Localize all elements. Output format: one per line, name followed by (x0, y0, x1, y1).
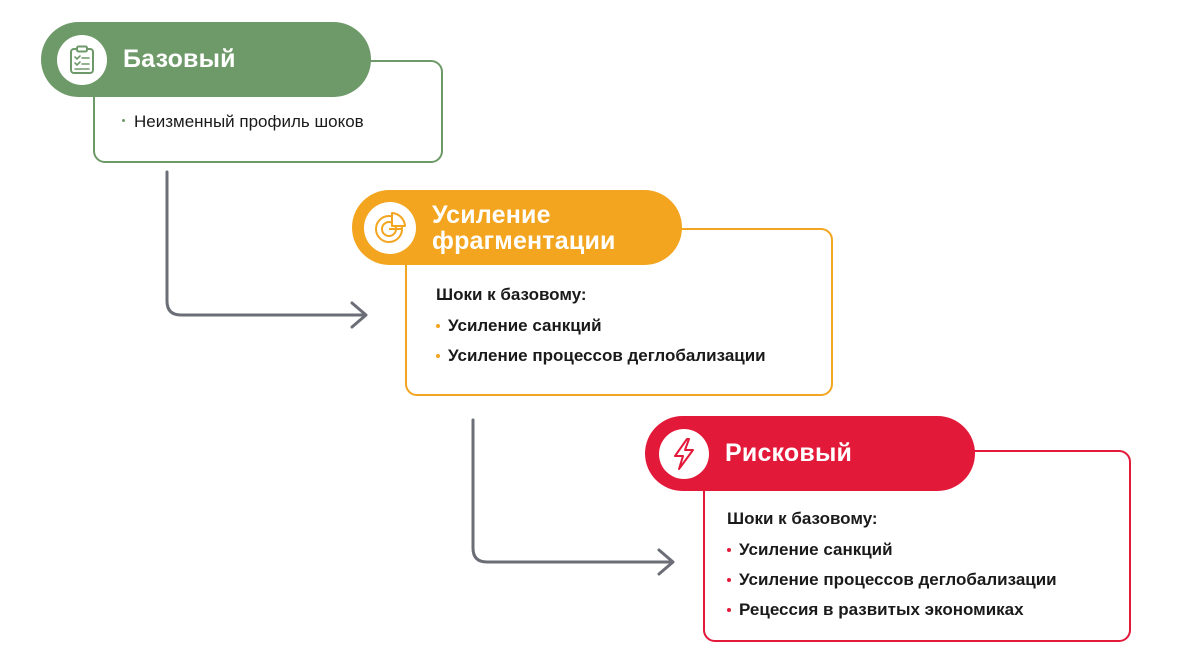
risk-scenario-title: Рисковый (725, 439, 853, 467)
arrow-base-to-fragmentation (165, 170, 366, 317)
base-scenario-header: Базовый (41, 22, 371, 97)
arrowhead-fragmentation-to-risk (657, 548, 675, 576)
base-scenario-title: Базовый (123, 45, 236, 73)
list-item: Рецессия в развитых экономиках (727, 600, 1057, 620)
clipboard-checklist-icon (57, 34, 107, 85)
item-text: Усиление санкций (448, 316, 602, 335)
list-item: Усиление процессов деглобализации (727, 570, 1057, 590)
arrowhead-base-to-fragmentation (350, 301, 368, 329)
bullet-dot (122, 119, 125, 122)
arrow-fragmentation-to-risk (471, 418, 673, 564)
shocks-heading: Шоки к базовому: (727, 509, 878, 528)
list-item: Усиление санкций (727, 540, 1057, 560)
bullet-dot (727, 548, 731, 552)
bullet-dot (727, 608, 731, 612)
item-text: Усиление процессов деглобализации (739, 570, 1057, 589)
fragmentation-scenario-content: Шоки к базовому: Усиление санкций Усилен… (436, 285, 766, 376)
fragmentation-scenario-title: Усиление фрагментации (432, 202, 616, 254)
list-item: Усиление процессов деглобализации (436, 346, 766, 366)
item-text: Усиление процессов деглобализации (448, 346, 766, 365)
title-line-2: фрагментации (432, 226, 616, 255)
item-text: Рецессия в развитых экономиках (739, 600, 1024, 619)
fragmentation-scenario-header: Усиление фрагментации (352, 190, 682, 265)
list-item: Усиление санкций (436, 316, 766, 336)
item-text: Неизменный профиль шоков (134, 112, 364, 131)
item-text: Усиление санкций (739, 540, 893, 559)
risk-scenario-content: Шоки к базовому: Усиление санкций Усилен… (727, 509, 1057, 630)
lightning-bolt-icon (659, 428, 709, 479)
title-line-1: Усиление (432, 200, 551, 229)
shocks-heading: Шоки к базовому: (436, 285, 587, 304)
bullet-dot (436, 324, 440, 328)
bullet-dot (436, 354, 440, 358)
base-scenario-content: Неизменный профиль шоков (122, 112, 364, 142)
pie-chart-icon (364, 201, 416, 254)
risk-scenario-header: Рисковый (645, 416, 975, 491)
bullet-dot (727, 578, 731, 582)
list-item: Неизменный профиль шоков (122, 112, 364, 132)
